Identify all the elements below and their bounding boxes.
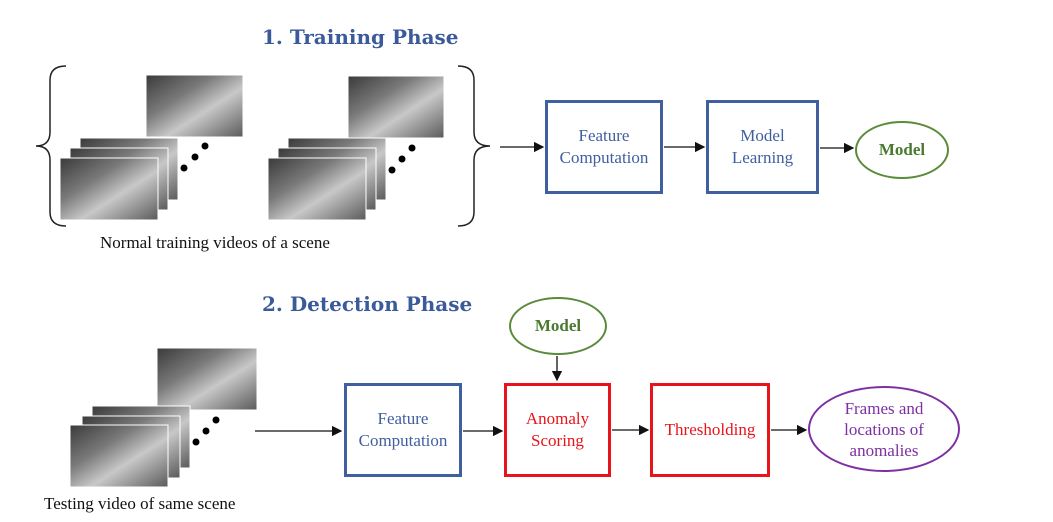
video-frame <box>267 157 367 221</box>
ellipsis-dot <box>180 164 188 172</box>
video-frame <box>69 424 169 488</box>
testing-video-caption: Testing video of same scene <box>44 494 236 513</box>
ellipsis-dot <box>398 155 406 163</box>
left-brace <box>35 65 67 227</box>
ellipsis-dot <box>192 438 200 446</box>
training-phase-title: 1. Training Phase <box>262 25 459 49</box>
output-anomalies-ellipse: Frames and locations of anomalies <box>808 386 960 472</box>
ellipsis-dot <box>201 142 209 150</box>
video-frame <box>59 157 159 221</box>
video-frame <box>156 347 258 411</box>
training-model-ellipse: Model <box>855 121 949 179</box>
detection-feature-computation-box: Feature Computation <box>344 383 462 477</box>
ellipsis-dot <box>408 144 416 152</box>
training-videos-caption: Normal training videos of a scene <box>100 233 330 252</box>
thresholding-box: Thresholding <box>650 383 770 477</box>
detection-phase-title: 2. Detection Phase <box>262 292 473 316</box>
detection-model-ellipse: Model <box>509 297 607 355</box>
testing-video-stack <box>69 347 258 488</box>
training-video-stack-1 <box>59 74 244 221</box>
anomaly-scoring-box: Anomaly Scoring <box>504 383 611 477</box>
training-video-stack-2 <box>267 75 445 221</box>
right-brace <box>457 65 491 227</box>
video-frame <box>145 74 244 138</box>
ellipsis-dot <box>212 416 220 424</box>
ellipsis-dot <box>202 427 210 435</box>
ellipsis-dot <box>388 166 396 174</box>
training-feature-computation-box: Feature Computation <box>545 100 663 194</box>
model-learning-box: Model Learning <box>706 100 819 194</box>
ellipsis-dot <box>191 153 199 161</box>
video-frame <box>347 75 445 139</box>
